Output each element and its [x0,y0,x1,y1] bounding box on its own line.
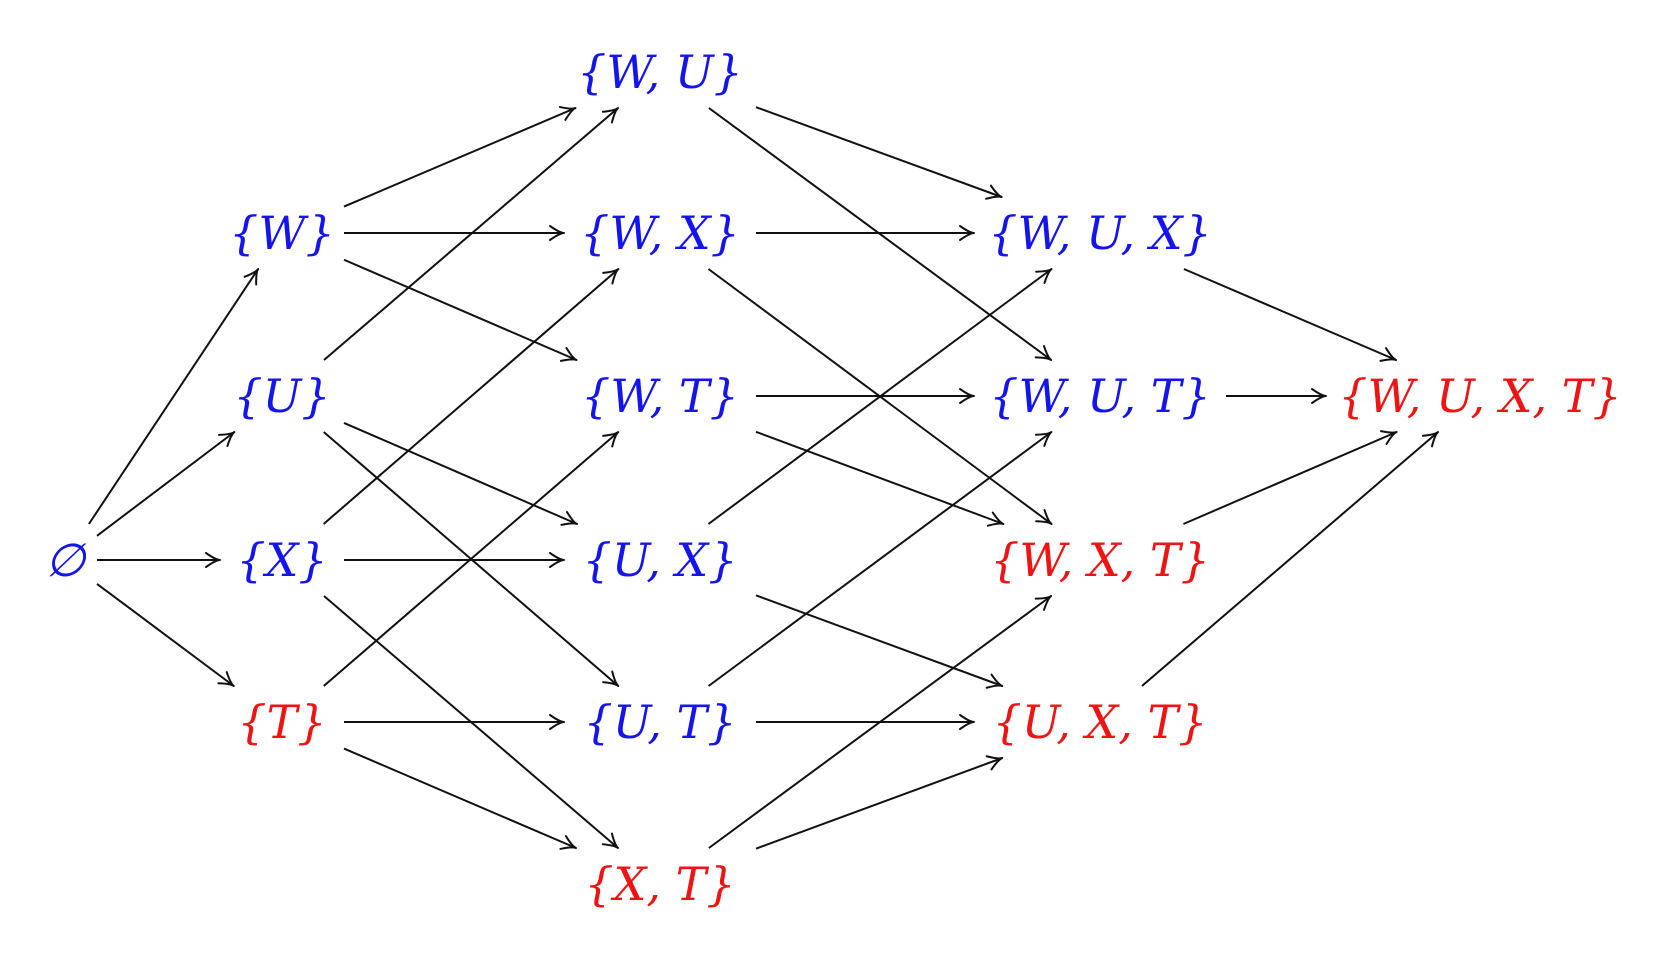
arrowhead-icon [549,225,565,241]
edge-empty-to-x [97,552,221,568]
edge-line [1141,431,1439,687]
arrowhead-icon [559,835,577,850]
arrowhead-icon [217,431,236,448]
edge-empty-to-t [96,583,235,687]
edge-uxt-to-wuxt [1141,431,1440,687]
arrowhead-icon [1035,268,1053,284]
arrowhead-icon [602,431,620,448]
arrowhead-icon [1034,345,1053,361]
edge-wut-to-wuxt [1226,388,1327,404]
edge-wux-to-wuxt [1183,268,1398,362]
edge-line [708,595,1052,849]
edge-x-to-ux [344,552,565,568]
edge-line [323,431,619,687]
edge-ut-to-wut [707,431,1053,687]
arrowhead-icon [601,107,619,124]
edge-xt-to-uxt [755,755,1004,850]
arrowhead-icon [1311,388,1327,404]
edge-line [323,107,619,361]
arrowhead-icon [559,347,578,362]
node-wux: {W, U, X} [988,206,1212,260]
node-wxt: {W, X, T} [990,533,1210,587]
arrowhead-icon [243,268,260,286]
edge-x-to-wx [322,268,620,525]
arrowhead-icon [205,552,221,568]
edge-line [707,431,1053,687]
node-uxt: {U, X, T} [993,695,1208,749]
arrowhead-icon [549,714,565,730]
edge-u-to-wu [323,107,619,361]
edge-line [1183,268,1397,361]
node-wu: {W, U} [577,45,743,99]
edge-line [755,594,1003,687]
edge-ut-to-uxt [756,714,975,730]
node-ux: {U, X} [582,533,737,587]
edge-line [755,757,1003,850]
arrowhead-icon [558,106,577,121]
node-ut: {U, T} [583,695,736,749]
edge-t-to-xt [343,747,577,850]
edge-u-to-ux [343,421,579,526]
arrowhead-icon [959,714,975,730]
edge-line [343,747,577,849]
edge-line [1183,431,1397,525]
arrowhead-icon [217,671,235,687]
edge-line [96,431,235,537]
arrowhead-icon [560,511,579,526]
arrowhead-icon [986,511,1005,527]
arrowhead-icon [1034,431,1053,447]
arrowhead-icon [549,552,565,568]
edge-line [755,430,1004,525]
arrowhead-icon [1034,595,1053,611]
edge-t-to-wt [323,431,620,687]
node-xt: {X, T} [584,857,735,911]
edge-line [707,268,1053,525]
edge-wu-to-wux [755,106,1003,200]
node-wx: {W, X} [580,206,740,260]
edge-t-to-ut [344,714,565,730]
edge-wxt-to-wuxt [1183,430,1398,525]
edges-layer [88,106,1440,850]
edge-line [343,258,577,361]
node-w: {W} [229,206,335,260]
edge-xt-to-wxt [708,595,1053,849]
edge-empty-to-w [88,268,260,525]
node-wut: {W, U, T} [989,369,1211,423]
node-wuxt: {W, U, X, T} [1338,369,1621,423]
edge-line [96,583,235,687]
arrowhead-icon [959,388,975,404]
arrowhead-icon [1035,509,1053,525]
edge-line [755,106,1002,198]
arrowhead-icon [602,268,620,285]
arrowhead-icon [602,670,620,687]
arrowhead-icon [985,673,1004,689]
arrowhead-icon [1421,431,1440,448]
edge-ux-to-uxt [755,594,1004,689]
arrowhead-icon [985,184,1003,200]
arrowhead-icon [985,755,1004,771]
arrowhead-icon [1379,430,1398,445]
arrowhead-icon [1379,347,1398,362]
edge-line [343,421,578,525]
edge-line [322,268,620,525]
node-x: {X} [236,533,327,587]
edge-wx-to-wux [756,225,975,241]
node-wt: {W, T} [581,369,739,423]
nodes-layer: ∅ {W} {U} {X} {T} {W, U} {W, X} {W, T} {U, X} {U,… [45,45,1622,911]
edge-line [88,268,259,525]
edge-ux-to-wux [707,268,1053,525]
arrowhead-icon [601,832,619,849]
node-t: {T} [237,695,326,749]
edge-w-to-wt [343,258,578,362]
edge-wt-to-wxt [755,430,1005,527]
edge-line [343,107,576,208]
edge-w-to-wx [344,225,565,241]
node-u: {U} [233,369,330,423]
edge-w-to-wu [343,106,577,208]
arrowhead-icon [959,225,975,241]
edge-wt-to-wut [756,388,975,404]
node-empty: ∅ [45,533,87,587]
edge-empty-to-u [96,431,236,537]
